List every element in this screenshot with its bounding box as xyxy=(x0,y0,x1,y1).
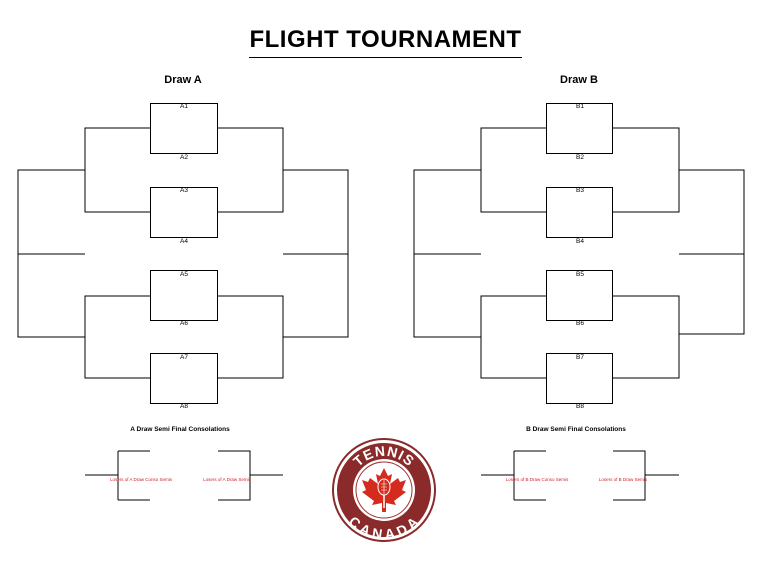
draw-b-match-3 xyxy=(546,270,613,321)
svg-text:TENNIS: TENNIS xyxy=(350,443,418,470)
tennis-canada-logo xyxy=(332,438,436,542)
draw-a-consolation-label: A Draw Semi Final Consolations xyxy=(130,426,230,433)
draw-b-cons-right xyxy=(613,450,646,501)
draw-a-match-4 xyxy=(150,353,218,404)
draw-a-loser-right: Losers of A Draw Semis xyxy=(203,477,251,482)
racket-icon xyxy=(377,478,391,508)
draw-b-loser-left: Losers of B Draw Conso Semis xyxy=(505,477,569,482)
draw-b-loser-right: Losers of B Draw Semis xyxy=(598,477,648,482)
draw-b-qf-right-bottom xyxy=(613,295,680,379)
draw-a-cons-left xyxy=(117,450,150,501)
draw-a-loser-left: Losers of A Draw Conso Semis xyxy=(109,477,173,482)
slot-a1: A1 xyxy=(180,103,188,110)
slot-b5: B5 xyxy=(576,271,584,278)
draw-b-match-4 xyxy=(546,353,613,404)
draw-a-match-1 xyxy=(150,103,218,154)
draw-a-match-2 xyxy=(150,187,218,238)
draw-b-cons-left xyxy=(513,450,546,501)
slot-a6: A6 xyxy=(180,320,188,327)
slot-a3: A3 xyxy=(180,187,188,194)
logo-top-text: TENNIS xyxy=(350,443,417,470)
slot-a4: A4 xyxy=(180,238,188,245)
draw-b-match-2 xyxy=(546,187,613,238)
slot-b3: B3 xyxy=(576,187,584,194)
draw-b-match-1 xyxy=(546,103,613,154)
draw-b-sf-right xyxy=(679,169,745,335)
slot-b1: B1 xyxy=(576,103,584,110)
draw-b-consolation-label: B Draw Semi Final Consolations xyxy=(526,426,626,433)
slot-a7: A7 xyxy=(180,354,188,361)
slot-a2: A2 xyxy=(180,154,188,161)
draw-a-cons-right xyxy=(218,450,251,501)
slot-a8: A8 xyxy=(180,403,188,410)
draw-a-match-3 xyxy=(150,270,218,321)
logo-bottom-text: CANADA xyxy=(345,513,421,542)
slot-a5: A5 xyxy=(180,271,188,278)
slot-b8: B8 xyxy=(576,403,584,410)
svg-text:CANADA: CANADA xyxy=(345,513,422,542)
slot-b2: B2 xyxy=(576,154,584,161)
slot-b6: B6 xyxy=(576,320,584,327)
slot-b4: B4 xyxy=(576,238,584,245)
page-title: FLIGHT TOURNAMENT xyxy=(0,26,771,58)
draw-b-label: Draw B xyxy=(560,74,598,86)
draw-a-label: Draw A xyxy=(164,74,202,86)
page-title-text: FLIGHT TOURNAMENT xyxy=(249,26,522,58)
slot-b7: B7 xyxy=(576,354,584,361)
